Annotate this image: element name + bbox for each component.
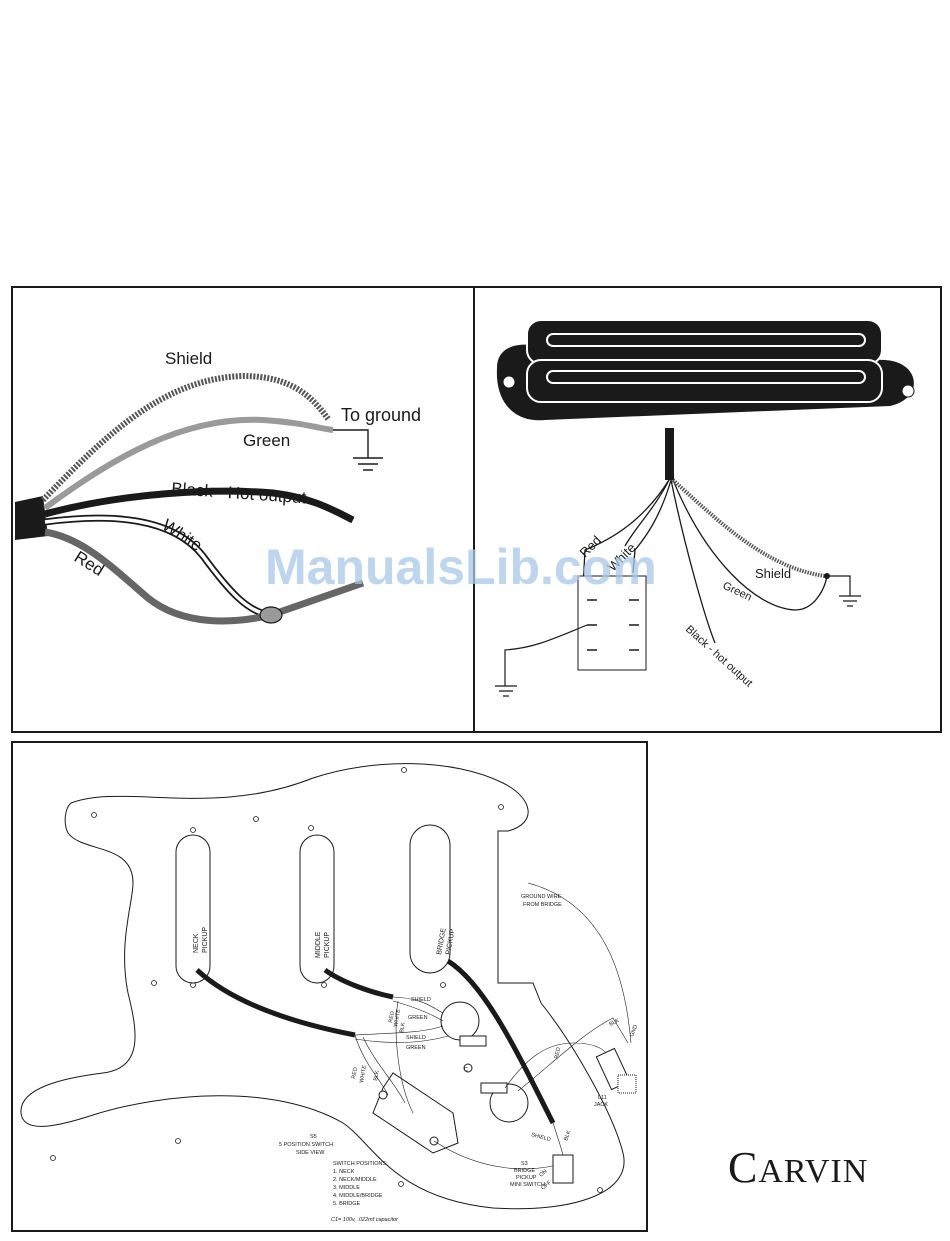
black-label: Black - hot output bbox=[683, 623, 755, 689]
switch-box bbox=[577, 575, 647, 671]
wire-tag-shield-2: SHIELD bbox=[406, 1035, 426, 1041]
solder-joint bbox=[259, 606, 283, 624]
wire-tag-blk-1: BLK bbox=[399, 1022, 407, 1034]
green-wire bbox=[43, 416, 334, 511]
red-wire bbox=[44, 528, 365, 625]
green-wire bbox=[672, 479, 828, 611]
capacitor-note: C1= 100v, .022mf capacitor bbox=[331, 1217, 399, 1223]
mini-switch-label-4: MINI SWITCH bbox=[510, 1182, 545, 1188]
middle-cable bbox=[323, 967, 394, 1000]
neck-pickup bbox=[175, 834, 211, 984]
wire-tag-gnd: GND bbox=[629, 1024, 639, 1038]
wire-diagram-drawing: Shield To ground Green Black - Hot outpu… bbox=[15, 349, 421, 625]
shield-label: Shield bbox=[755, 566, 791, 581]
pickguard-drawing: NECK PICKUP MIDDLE PICKUP BRIDGE PICKUP bbox=[20, 763, 639, 1223]
switch-position-5: 5. BRIDGE bbox=[333, 1201, 361, 1207]
neck-pickup-label-1: NECK bbox=[193, 933, 200, 953]
switch-position-3: 3. MIDDLE bbox=[333, 1185, 360, 1191]
ground-symbol bbox=[333, 429, 383, 471]
switch-positions-title: SWITCH POSITIONS: bbox=[333, 1161, 388, 1167]
wire-tag-green-1: GREEN bbox=[408, 1015, 428, 1021]
ground-symbol-right bbox=[827, 575, 861, 607]
wire-tag-c: C bbox=[464, 1067, 468, 1073]
switch-position-4: 4. MIDDLE/BRIDGE bbox=[333, 1193, 383, 1199]
to-ground-label: To ground bbox=[341, 405, 421, 425]
wire-tag-green-2: GREEN bbox=[406, 1045, 426, 1051]
mini-switch-label-2: BRIDGE bbox=[514, 1168, 535, 1174]
jack-thread bbox=[617, 1074, 637, 1094]
tone-pot-lugs bbox=[480, 1082, 508, 1094]
middle-pickup bbox=[299, 834, 335, 984]
switch-position-1: 1. NECK bbox=[333, 1169, 355, 1175]
ground-note-2: FROM BRIDGE bbox=[523, 902, 562, 908]
pickup-cable bbox=[665, 428, 674, 480]
wire-tag-shield-1: SHIELD bbox=[411, 997, 431, 1003]
lower-coil-slot bbox=[546, 370, 866, 384]
volume-pot bbox=[440, 1001, 480, 1041]
cable-jacket bbox=[15, 496, 48, 540]
wire-color-diagram: Shield To ground Green Black - Hot outpu… bbox=[11, 286, 476, 733]
green-label: Green bbox=[721, 580, 754, 604]
red-wire bbox=[582, 479, 670, 589]
black-wire bbox=[44, 487, 355, 524]
wire-tag-red-2: RED bbox=[351, 1067, 359, 1080]
humbucker-drawing: Red White Shield Green Black - hot outpu… bbox=[495, 319, 915, 697]
switch-caption-1: S5 bbox=[310, 1134, 317, 1140]
middle-pickup-label-1: MIDDLE bbox=[315, 931, 322, 958]
switch-lug-1 bbox=[378, 1090, 388, 1100]
shield-label: Shield bbox=[165, 349, 212, 368]
jack-label-1: L11 bbox=[598, 1095, 607, 1101]
switch-caption-2: 5 POSITION SWITCH bbox=[279, 1142, 333, 1148]
wire-tag-shield-3: SHIELD bbox=[530, 1132, 551, 1143]
white-wire bbox=[44, 516, 272, 617]
middle-pickup-label-2: PICKUP bbox=[324, 932, 331, 958]
shield-wire bbox=[671, 478, 826, 578]
carvin-logo: CARVIN bbox=[728, 1142, 868, 1193]
humbucker-diagram: Red White Shield Green Black - hot outpu… bbox=[473, 286, 942, 733]
bridge-pickup-label-2: PICKUP bbox=[445, 928, 456, 955]
mini-switch-label-1: S3 bbox=[521, 1161, 528, 1167]
upper-coil-slot bbox=[546, 333, 866, 347]
wire-tag-red-1: RED bbox=[388, 1011, 396, 1024]
black-wire bbox=[670, 479, 716, 644]
mini-switch-label-3: PICKUP bbox=[516, 1175, 537, 1181]
mounting-hole-right bbox=[901, 384, 915, 398]
wire-tag-blk-2: BLK bbox=[373, 1070, 381, 1082]
mounting-hole-left bbox=[502, 375, 516, 389]
mini-switch bbox=[552, 1154, 574, 1184]
neck-pickup-label-2: PICKUP bbox=[202, 927, 209, 953]
wire-tag-white-1: WHITE bbox=[393, 1009, 402, 1028]
volume-pot-lugs bbox=[459, 1035, 487, 1047]
white-label: White bbox=[159, 515, 206, 555]
ground-symbol-left bbox=[495, 624, 588, 697]
black-label: Black - Hot output bbox=[171, 479, 307, 507]
bridge-pickup-label-1: BRIDGE bbox=[436, 927, 448, 955]
watermark: ManualsLib.com bbox=[265, 539, 657, 595]
shield-wire bbox=[40, 372, 332, 503]
pickguard-wiring-diagram: NECK PICKUP MIDDLE PICKUP BRIDGE PICKUP bbox=[11, 741, 648, 1232]
mini-switch-on: ON bbox=[538, 1169, 548, 1179]
white-wire bbox=[632, 479, 672, 574]
carvin-logo-rest: ARVIN bbox=[758, 1153, 869, 1190]
switch-position-2: 2. NECK/MIDDLE bbox=[333, 1177, 377, 1183]
capacitor-c1 bbox=[463, 1063, 473, 1073]
ground-note-1: GROUND WIRE bbox=[521, 894, 562, 900]
wire-tag-white-2: WHITE bbox=[359, 1065, 368, 1084]
bridge-pickup bbox=[409, 824, 451, 974]
jack-label-2: JACK bbox=[594, 1102, 608, 1108]
wire-tag-blk-3: BLK bbox=[608, 1018, 620, 1028]
red-label: Red bbox=[71, 547, 108, 580]
wire-tag-red-3: RED bbox=[554, 1047, 562, 1060]
white-wire-2 bbox=[624, 479, 670, 547]
five-way-switch bbox=[372, 1072, 459, 1154]
bridge-cable bbox=[446, 958, 556, 1125]
wire-tag-blk-4: BLK bbox=[563, 1130, 572, 1142]
switch-terminals bbox=[587, 599, 639, 651]
carvin-logo-first-letter: C bbox=[728, 1143, 759, 1192]
green-label: Green bbox=[243, 431, 290, 450]
neck-cable bbox=[195, 968, 356, 1038]
switch-caption-3: SIDE VIEW bbox=[296, 1150, 325, 1156]
